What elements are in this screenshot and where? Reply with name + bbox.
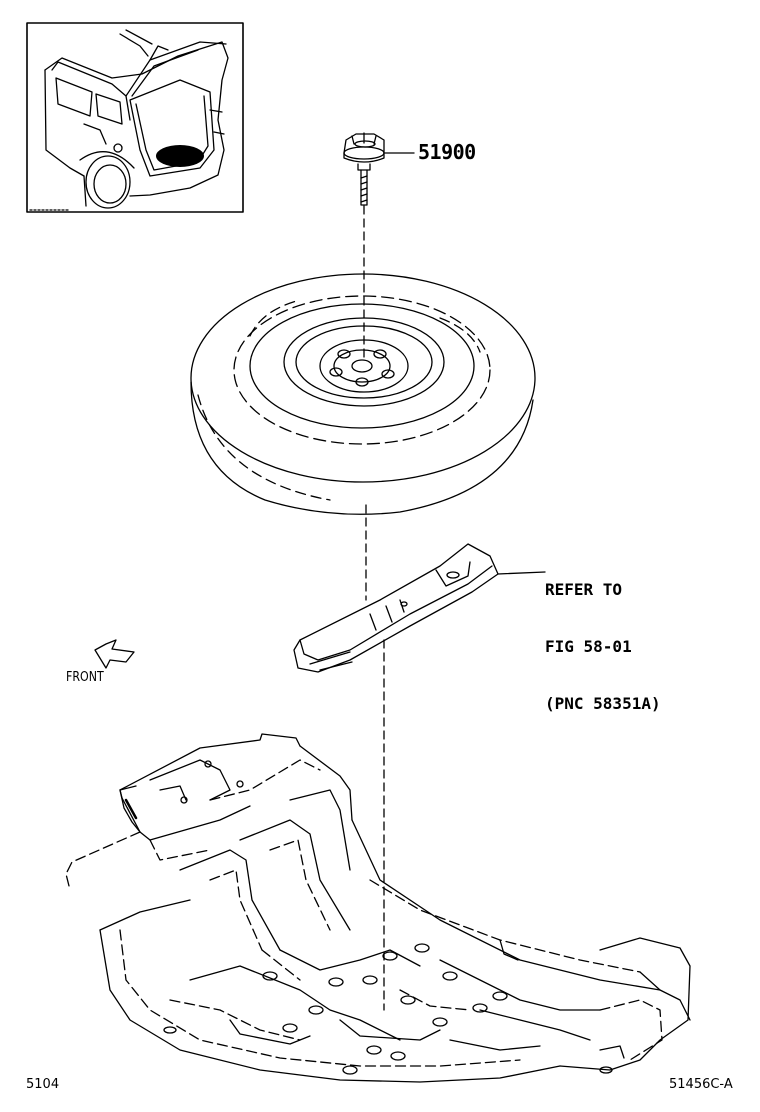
refer-note-line: REFER TO — [545, 580, 623, 599]
floor-pan-structure — [65, 733, 691, 1083]
hub-nut-51900 — [343, 132, 415, 206]
refer-note-line: FIG 58-01 — [545, 637, 632, 656]
vehicle-location-inset — [26, 22, 244, 213]
part-number-label: 51900 — [418, 140, 476, 164]
page-number: 5104 — [26, 1077, 60, 1092]
refer-note: REFER TO FIG 58-01 (PNC 58351A) — [545, 542, 661, 751]
front-arrow-icon — [94, 639, 135, 669]
figure-code: 51456C-A — [669, 1077, 733, 1092]
front-label: FRONT — [66, 670, 104, 685]
refer-note-line: (PNC 58351A) — [545, 694, 661, 713]
spare-tire — [190, 273, 536, 515]
tire-support-bracket — [293, 543, 546, 673]
